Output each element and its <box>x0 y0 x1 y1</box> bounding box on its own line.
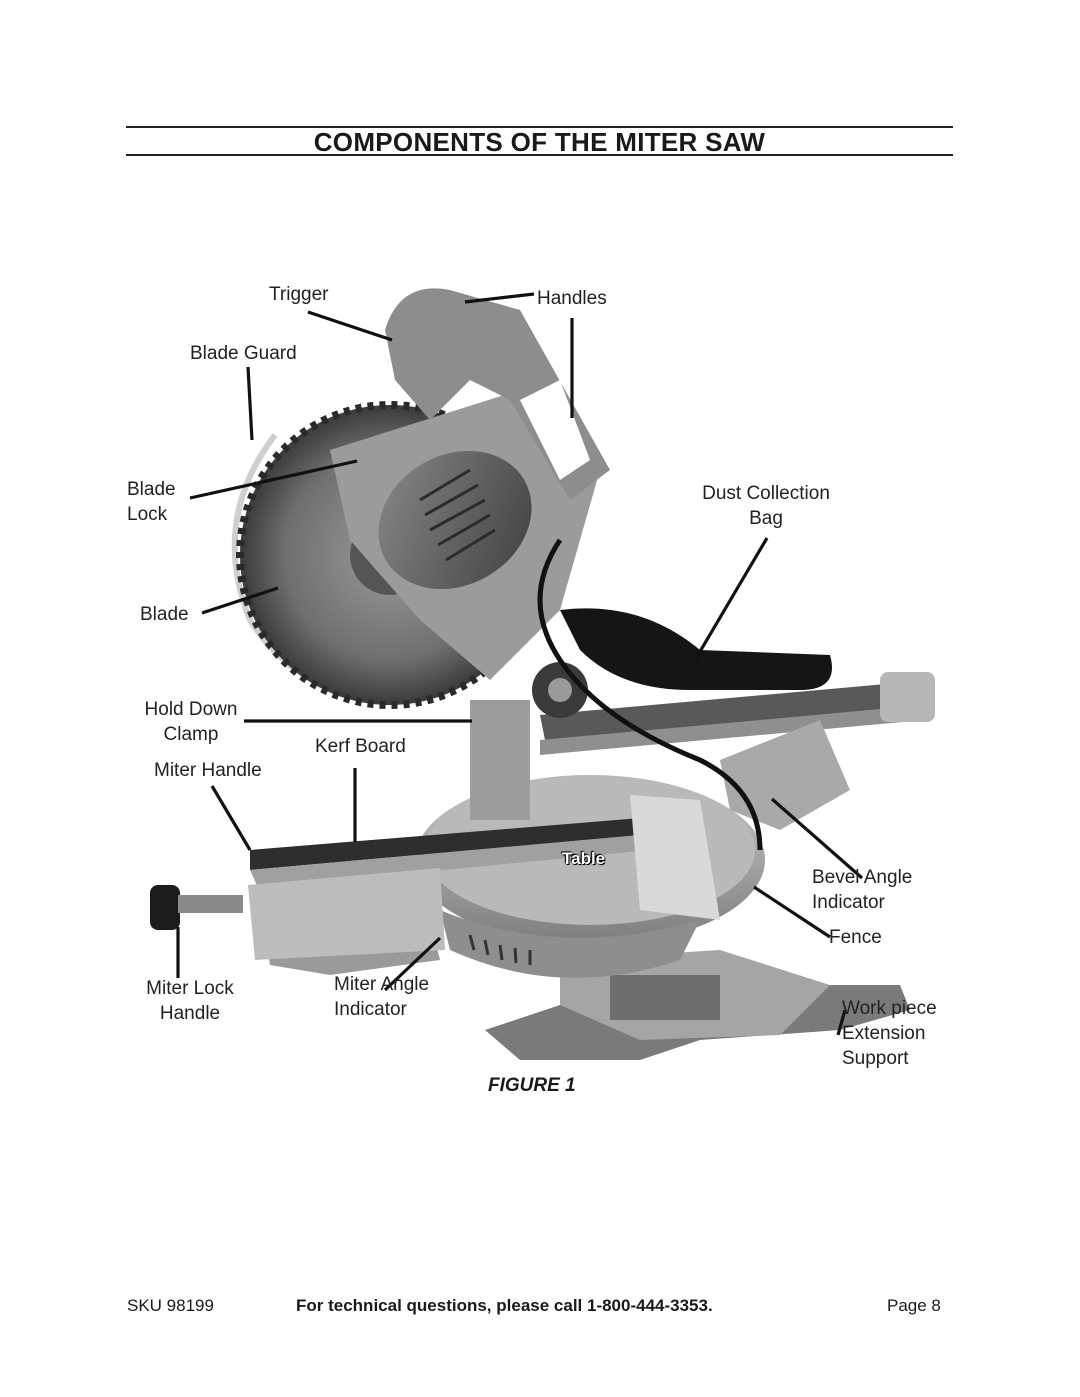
label-table: Table <box>562 849 606 868</box>
slide-rails <box>470 672 935 830</box>
motor-housing <box>330 390 600 718</box>
label-blade-guard: Blade Guard <box>190 343 297 364</box>
handle-shape <box>385 288 610 500</box>
dust-bag-shape <box>560 608 832 690</box>
label-miter-lock-handle: Miter Lock Handle <box>146 978 234 1024</box>
label-trigger: Trigger <box>269 284 329 305</box>
title-rule-top <box>126 126 953 128</box>
footer-page-number: Page 8 <box>887 1296 941 1315</box>
label-work-piece-extension-support: Work piece Extension Support <box>842 998 937 1069</box>
label-hold-down-clamp: Hold Down Clamp <box>144 699 238 745</box>
figure-caption: FIGURE 1 <box>488 1075 576 1096</box>
title-rule-bottom <box>126 154 953 156</box>
footer-support-line: For technical questions, please call 1-8… <box>296 1296 713 1315</box>
label-blade: Blade <box>140 604 189 625</box>
miter-lock-knob <box>150 885 243 930</box>
page-title: COMPONENTS OF THE MITER SAW <box>313 127 766 157</box>
label-dust-collection-bag: Dust Collection Bag <box>702 483 830 529</box>
label-kerf-board: Kerf Board <box>315 736 406 757</box>
label-miter-handle: Miter Handle <box>154 760 262 781</box>
label-miter-angle-indicator: Miter Angle Indicator <box>334 974 430 1020</box>
label-handles: Handles <box>537 288 607 309</box>
fence-assembly <box>248 795 720 960</box>
label-bevel-angle-indicator: Bevel Angle Indicator <box>812 867 913 913</box>
label-fence: Fence <box>829 927 882 948</box>
leader-lines <box>176 292 864 1036</box>
footer-sku: SKU 98199 <box>127 1296 214 1315</box>
label-blade-lock: Blade Lock <box>127 479 176 525</box>
power-cord <box>537 538 763 851</box>
